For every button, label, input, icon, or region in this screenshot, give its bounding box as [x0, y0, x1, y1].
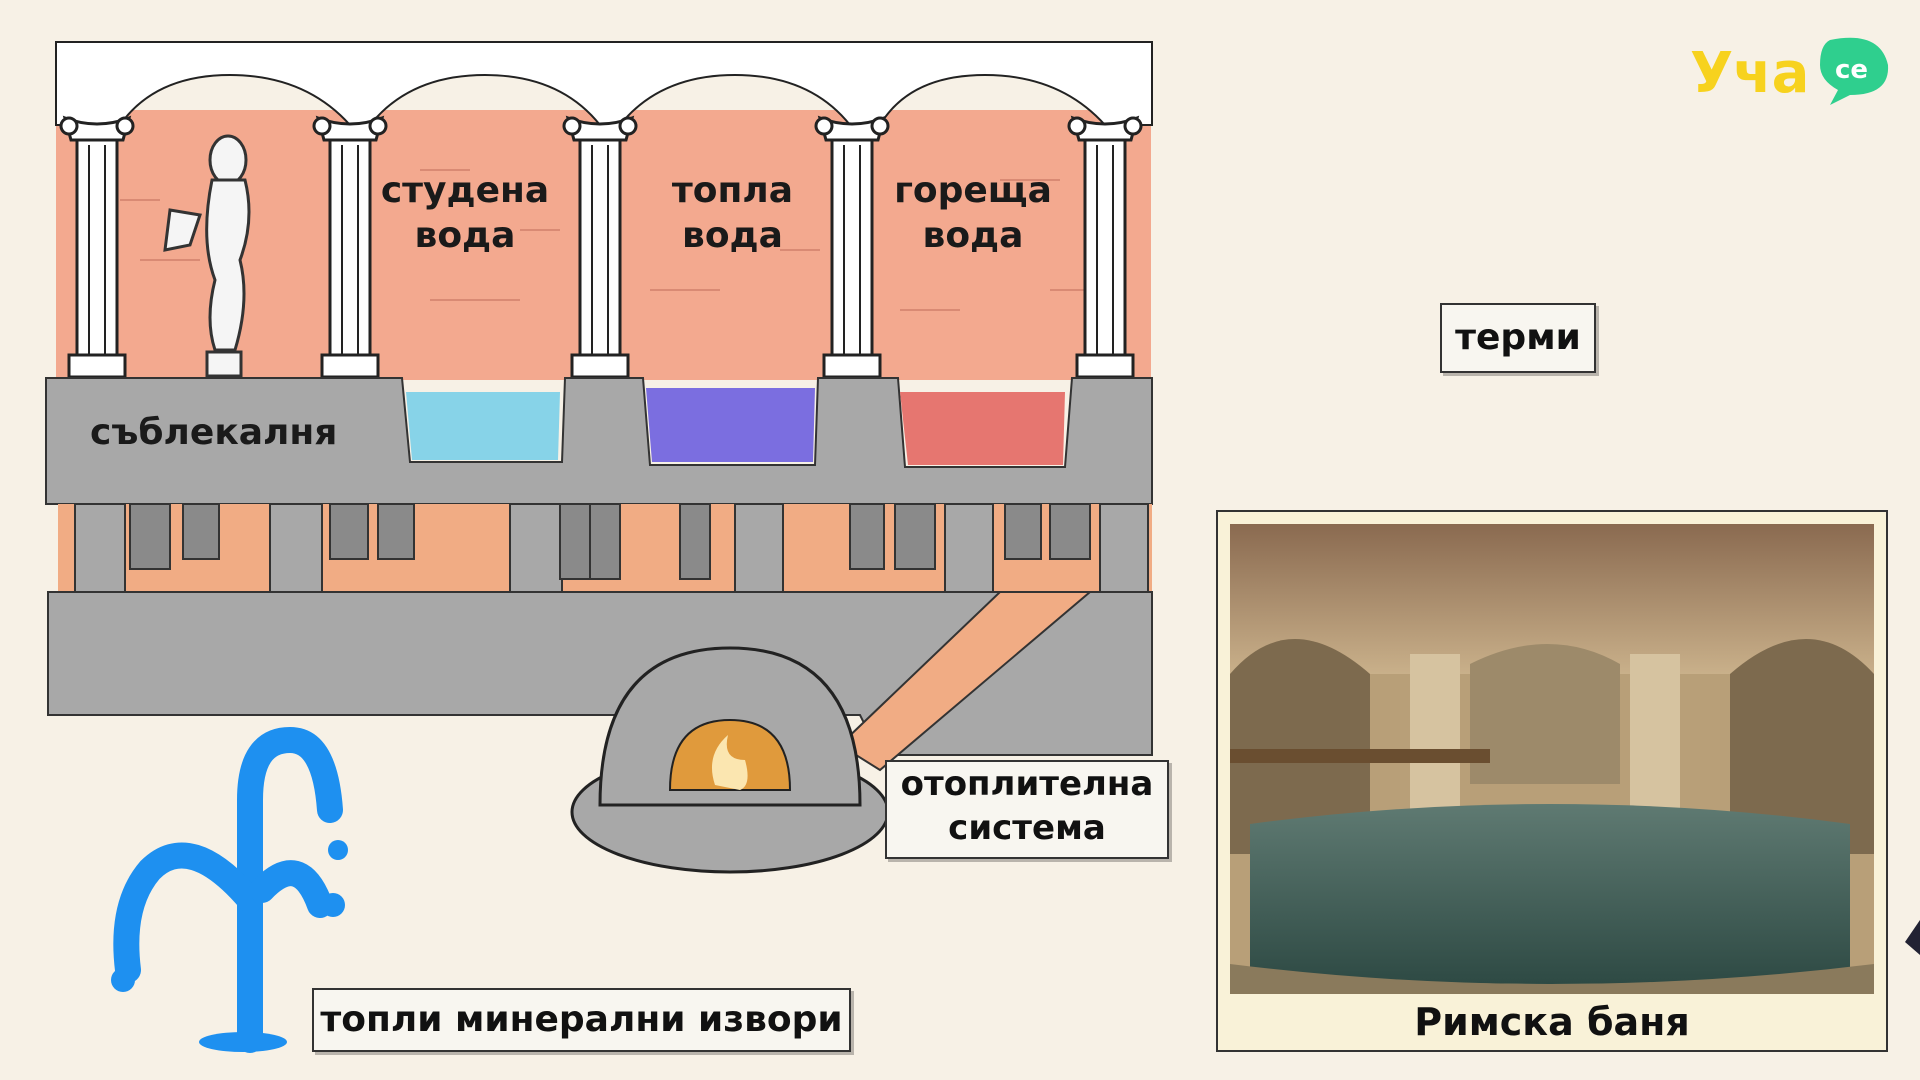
warm-water-line1: топла: [671, 170, 794, 211]
warm-water-line2: вода: [682, 215, 783, 256]
heating-line2: система: [948, 808, 1106, 848]
hypocaust-block: [589, 503, 621, 580]
hypocaust-block: [679, 503, 711, 580]
hypocaust-pillar: [74, 503, 126, 593]
hypocaust-block: [1049, 503, 1091, 560]
hypocaust-block: [329, 503, 369, 560]
hot-water-line2: вода: [922, 215, 1024, 256]
fountain-icon: [111, 726, 348, 1053]
hypocaust-pillar: [944, 503, 994, 593]
warm-pool: [646, 388, 815, 462]
hypocaust-block: [182, 503, 220, 560]
heating-line1: отоплителна: [900, 764, 1154, 804]
logo[interactable]: Уча се: [1690, 30, 1900, 110]
hypocaust-pillar: [269, 503, 323, 593]
thermae-label: терми: [1440, 303, 1596, 373]
hypocaust-pillars: [74, 503, 1149, 593]
furnace-icon: [570, 646, 890, 874]
warm-water-label: топла вода: [640, 168, 825, 258]
hypocaust-block: [1004, 503, 1042, 560]
photo-caption: Римска баня: [1414, 1000, 1690, 1044]
column: [562, 115, 638, 379]
heating-system-label: отоплителна система: [885, 760, 1169, 859]
hypocaust-pillar: [509, 503, 563, 593]
undressing-room-label: съблекалня: [90, 412, 338, 453]
hypocaust-block: [849, 503, 885, 570]
hypocaust-block: [377, 503, 415, 560]
cold-water-label: студена вода: [380, 168, 550, 258]
pointer-icon: [1905, 920, 1920, 955]
hypocaust-pillar: [1099, 503, 1149, 593]
hot-water-label: гореща вода: [878, 168, 1068, 258]
column: [1067, 115, 1143, 379]
mineral-springs-label: топли минерални извори: [312, 988, 851, 1052]
hypocaust-pillar: [734, 503, 784, 593]
logo-badge: се: [1835, 55, 1868, 85]
cold-water-line2: вода: [414, 215, 516, 256]
hot-water-line1: гореща: [894, 170, 1052, 211]
logo-graphic: Уча се: [1690, 37, 1889, 106]
cold-pool: [406, 392, 560, 460]
pool-platform: [45, 377, 1153, 505]
hypocaust-block: [894, 503, 936, 570]
brick-lines: [120, 169, 1090, 311]
statue-icon: [163, 134, 251, 378]
roman-bath-photo: [1230, 524, 1874, 994]
hot-air-duct: [838, 591, 1093, 772]
logo-text: Уча: [1690, 41, 1809, 106]
column: [59, 115, 135, 379]
hot-pool: [900, 392, 1065, 465]
logo-bubble-icon: [1820, 37, 1889, 105]
roman-bath-photo-card: Римска баня: [1216, 510, 1888, 1052]
cold-water-line1: студена: [380, 170, 550, 211]
column: [814, 115, 890, 379]
column: [312, 115, 388, 379]
hypocaust-block: [129, 503, 171, 570]
columns: [59, 115, 1143, 379]
